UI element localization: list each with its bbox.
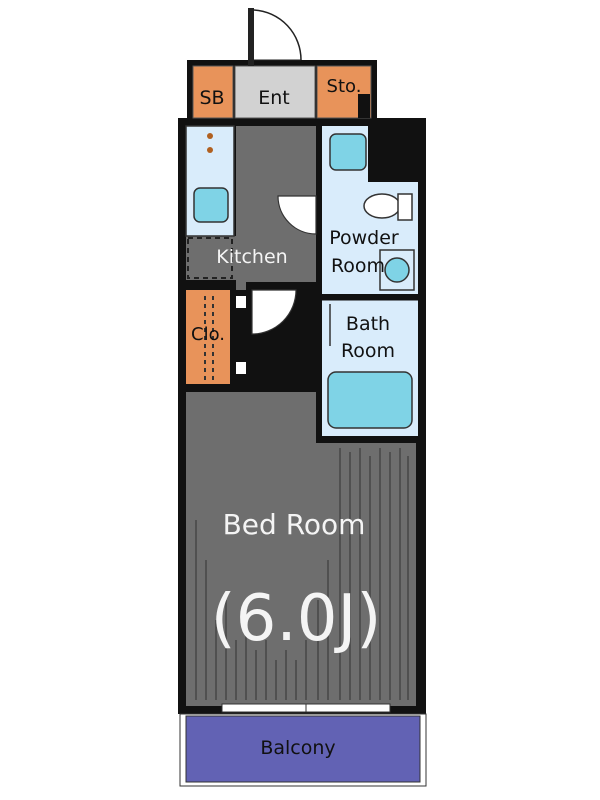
bedroom-size-label: (6.0J): [211, 582, 382, 656]
bathtub-icon: [327, 371, 413, 429]
closet: [186, 290, 246, 384]
bedroom: [186, 384, 416, 706]
entrance-label: Ent: [258, 87, 290, 109]
kitchen-door: [277, 195, 317, 235]
toilet-icon: [363, 193, 401, 219]
bath-room-label-line2: Room: [341, 340, 395, 362]
sb-area: [192, 65, 234, 119]
bath-room: [322, 295, 418, 436]
stove-burner-icon: [207, 133, 213, 139]
washbasin-icon: [329, 133, 367, 171]
stove-burner-icon: [207, 147, 213, 153]
closet-label: Clo.: [191, 324, 225, 345]
entrance-door: [248, 8, 302, 66]
kitchen-label: Kitchen: [216, 246, 287, 268]
powder-room-label-line1: Powder: [329, 227, 399, 249]
balcony-label: Balcony: [260, 737, 335, 759]
bedroom-label: Bed Room: [223, 508, 366, 541]
kitchen-counter: [185, 125, 235, 279]
entrance-row: [192, 65, 372, 119]
balcony-window: [221, 703, 391, 713]
bath-room-label-line1: Bath: [346, 313, 390, 335]
entrance-area: [234, 65, 316, 119]
storage-label: Sto.: [327, 76, 362, 97]
sb-label: SB: [199, 87, 224, 109]
balcony: [179, 713, 427, 787]
corridor-floor: [186, 126, 316, 290]
powder-room-label-line2: Room: [331, 255, 385, 277]
kitchen-sink-icon: [193, 187, 229, 223]
bedroom-door: [246, 282, 316, 335]
powder-room: [322, 126, 418, 294]
